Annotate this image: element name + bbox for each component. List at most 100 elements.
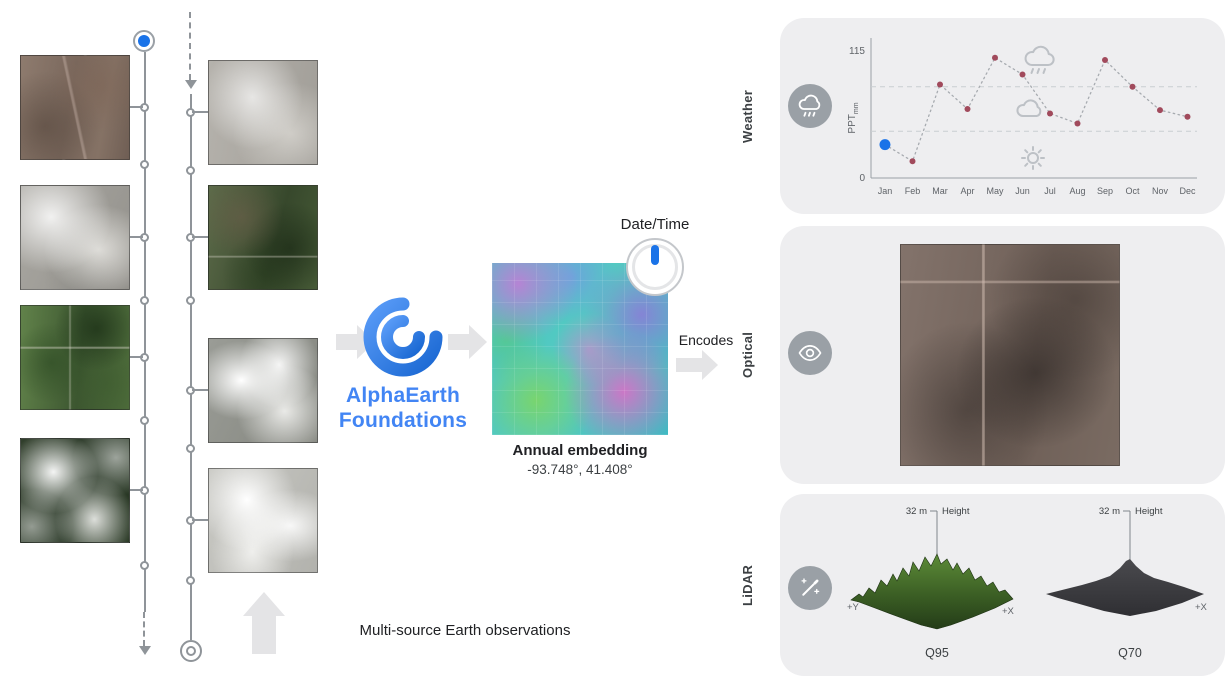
timeline1-arrowhead-icon	[139, 646, 151, 655]
timeline2-line	[190, 94, 192, 640]
chart-month-label: Dec	[1179, 186, 1196, 196]
lidar-ground-shape	[1046, 559, 1204, 616]
lidar-figure-q70: 32 m Height +X	[1046, 506, 1208, 616]
annual-embedding-image	[492, 263, 668, 435]
chart-data-point	[992, 54, 998, 61]
timeline1-satellite-image-2	[20, 185, 130, 290]
timeline1-dashed-tail	[143, 612, 145, 646]
chart-ytick-top: 115	[849, 46, 865, 57]
timeline1-node	[140, 561, 149, 570]
timeline2-node	[186, 166, 195, 175]
chart-month-label: Sep	[1097, 186, 1113, 196]
weather-chart: 115 0 PPTmm Jan Feb Mar Apr May Jun Jul Aug Sep O…	[847, 38, 1197, 196]
product-name-line2: Foundations	[338, 409, 468, 432]
flow-arrow-model-to-embedding	[448, 325, 488, 359]
weather-panel	[780, 18, 1225, 214]
chart-month-label: Jul	[1044, 186, 1056, 196]
timeline2-connector	[192, 236, 208, 238]
flow-arrow-encodes	[676, 350, 718, 380]
rain-cloud-icon	[798, 94, 821, 117]
lidar-left-caption: Q95	[925, 646, 949, 660]
timeline1-node	[140, 296, 149, 305]
timeline2-connector	[192, 389, 208, 391]
lidar-left-height-label: Height	[942, 506, 970, 517]
chart-data-point	[1129, 83, 1136, 90]
chart-month-label: Jan	[878, 186, 893, 196]
chart-ylabel: PPTmm	[847, 102, 860, 133]
chart-month-label: May	[986, 186, 1004, 196]
chart-data-point	[937, 81, 943, 88]
chart-data-point	[909, 158, 916, 165]
chart-month-label: Apr	[960, 186, 974, 196]
timeline2-satellite-image-1	[208, 60, 318, 165]
timeline2-connector	[192, 111, 208, 113]
weather-panel-label: Weather	[740, 89, 755, 143]
lidar-canopy-shape	[850, 553, 1014, 630]
chart-month-label: Oct	[1125, 186, 1140, 196]
timeline1-connector	[130, 356, 143, 358]
optical-panel-label: Optical	[740, 331, 755, 379]
chart-rain-cloud-icon	[1024, 45, 1055, 74]
timeline2-end-node	[180, 640, 202, 662]
lidar-panel-label: LiDAR	[740, 564, 755, 606]
chart-ytick-bottom: 0	[859, 173, 865, 184]
chart-data-point	[1184, 113, 1191, 120]
chart-month-label: Aug	[1069, 186, 1085, 196]
lidar-right-x-axis-label: +X	[1195, 602, 1208, 613]
lidar-right-height-label: Height	[1135, 506, 1163, 517]
timeline2-node	[186, 296, 195, 305]
eye-icon	[798, 345, 822, 361]
inputs-up-arrow	[242, 592, 286, 654]
chart-data-point	[1157, 107, 1163, 114]
timeline1-start-node	[133, 30, 155, 52]
chart-cloud-icon	[1016, 99, 1042, 118]
timeline2-satellite-image-2	[208, 185, 318, 290]
optical-satellite-image	[900, 244, 1120, 466]
lidar-figure-q95: 32 m Height +Y +X	[847, 506, 1015, 630]
timeline1-connector	[130, 236, 143, 238]
timeline2-end-ring	[186, 646, 196, 656]
timeline1-connector	[130, 106, 143, 108]
chart-sun-icon	[1021, 146, 1045, 170]
product-name-line1: AlphaEarth	[345, 384, 460, 407]
timeline1-connector	[130, 489, 143, 491]
timeline1-satellite-image-1	[20, 55, 130, 160]
lidar-right-height-tick: 32 m	[1099, 506, 1120, 517]
lidar-left-y-axis-label: +Y	[847, 602, 860, 613]
lidar-left-x-axis-label: +X	[1002, 606, 1015, 617]
timeline1-node	[140, 160, 149, 169]
chart-month-label: Jun	[1015, 186, 1030, 196]
timeline1-line	[144, 52, 146, 612]
timeline2-satellite-image-3	[208, 338, 318, 443]
chart-data-point	[1102, 57, 1108, 64]
optical-icon-circle	[788, 331, 832, 375]
datetime-dial	[626, 238, 684, 296]
embedding-coordinates: -93.748°, 41.408°	[527, 462, 633, 477]
lidar-left-height-tick: 32 m	[906, 506, 927, 517]
chart-month-label: Feb	[905, 186, 921, 196]
encodes-label: Encodes	[678, 332, 734, 348]
lidar-right-caption: Q70	[1118, 646, 1142, 660]
timeline2-arrowhead-icon	[185, 80, 197, 89]
timeline2-satellite-image-4	[208, 468, 318, 573]
embedding-title: Annual embedding	[512, 442, 648, 459]
chart-highlight-point	[879, 139, 891, 151]
timeline2-connector	[192, 519, 208, 521]
chart-month-label: Mar	[932, 186, 948, 196]
chart-data-point	[964, 105, 971, 112]
chart-data-point	[1019, 71, 1026, 78]
timeline1-node	[140, 416, 149, 425]
timeline1-satellite-image-4	[20, 438, 130, 543]
timeline1-satellite-image-3	[20, 305, 130, 410]
timeline2-node	[186, 444, 195, 453]
alphaearth-logo-icon	[363, 297, 443, 377]
datetime-label: Date/Time	[620, 216, 690, 233]
magic-wand-icon	[801, 578, 820, 596]
lidar-icon-circle	[788, 566, 832, 610]
timeline2-node	[186, 576, 195, 585]
datetime-dial-needle-icon	[651, 245, 659, 265]
chart-month-label: Nov	[1152, 186, 1169, 196]
inputs-caption: Multi-source Earth observations	[359, 622, 571, 639]
weather-icon-circle	[788, 84, 832, 128]
